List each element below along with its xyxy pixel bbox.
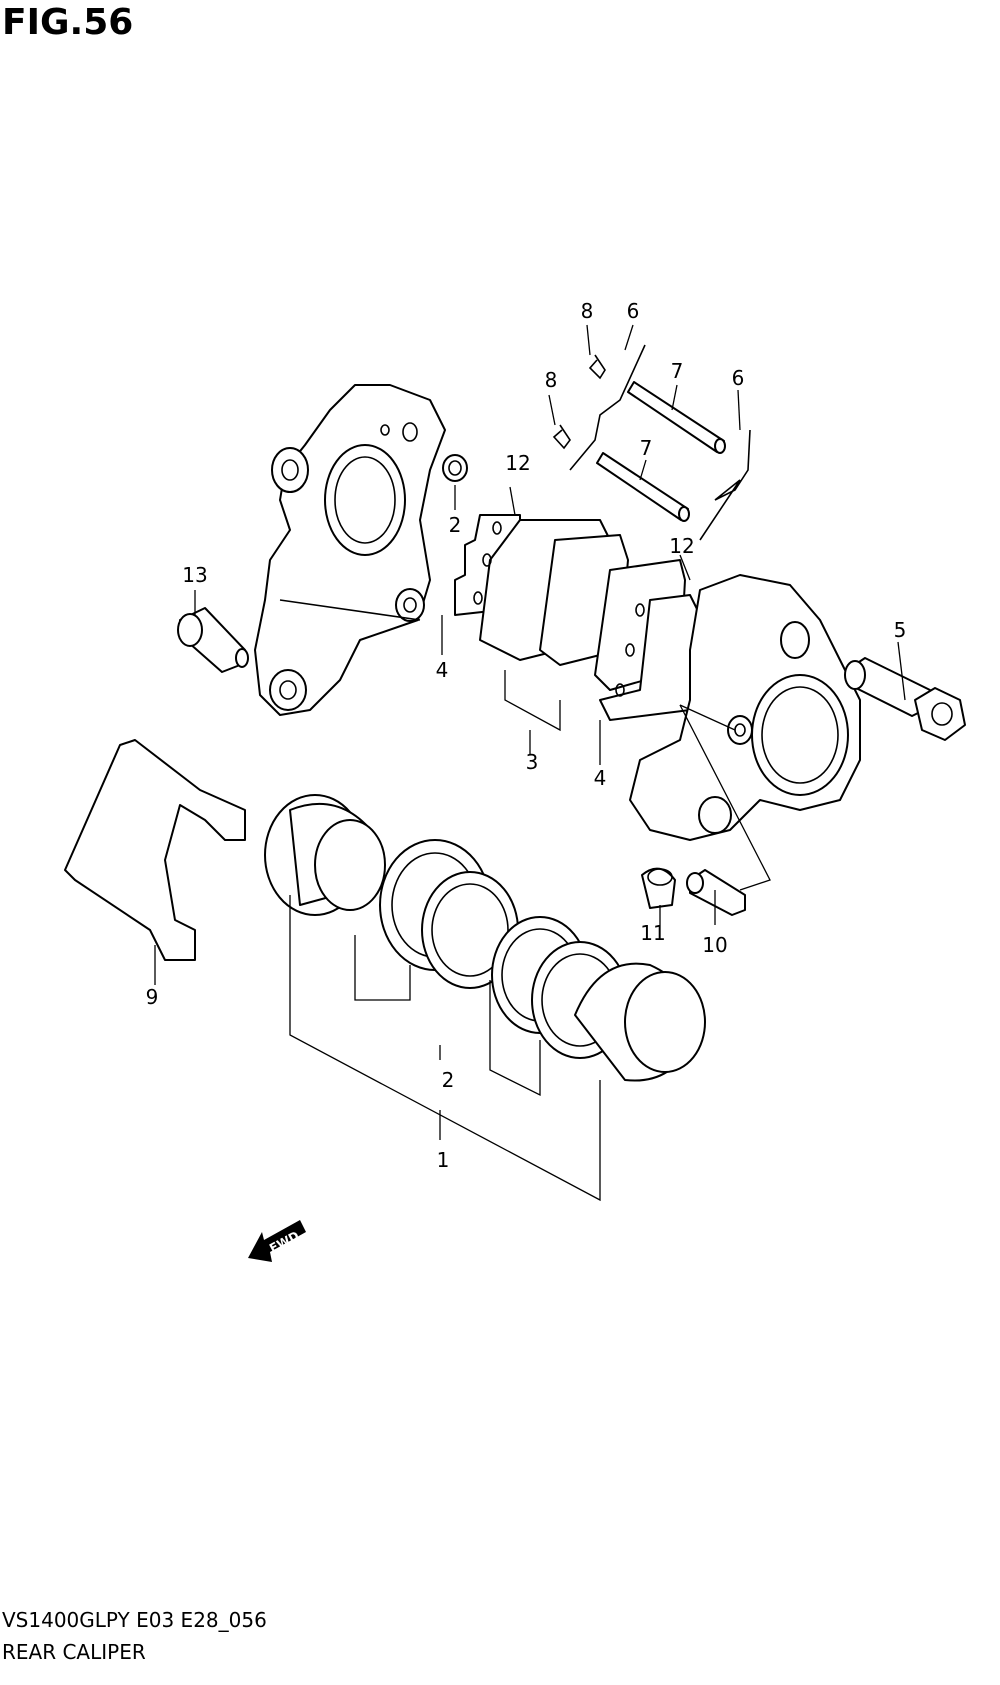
callout-7-lower: 7 [640,436,653,460]
callout-11: 11 [640,921,665,945]
callout-4-left: 4 [436,658,449,682]
callout-2-seals: 2 [442,1068,455,1092]
piston-seal-set [264,794,706,1082]
callout-6-upper: 6 [627,299,640,323]
model-code: VS1400GLPY E03 E28_056 [2,1608,267,1632]
pad-pins-part-7 [596,381,726,522]
bolt-part-13 [177,607,249,673]
bleeder-screw-part-10 [686,869,746,916]
section-name: REAR CALIPER [2,1640,146,1664]
caliper-bracket [254,384,446,716]
callout-7-upper: 7 [671,359,684,383]
callout-2-washer: 2 [449,513,462,537]
washer-part-2 [442,454,468,482]
callout-6-right: 6 [732,366,745,390]
callout-5: 5 [894,618,907,642]
bleeder-cap-part-11 [641,867,676,909]
leader-lines [154,324,906,1202]
brake-pad-set [454,514,701,721]
bolt-part-5 [844,657,966,741]
clips-part-8 [552,354,606,450]
callout-13: 13 [182,563,207,587]
forward-direction-arrow: FWD [248,1220,306,1262]
callout-1: 1 [437,1148,450,1172]
pad-springs-part-6 [569,344,751,541]
callout-8-lower: 8 [545,368,558,392]
caliper-body [629,574,861,841]
callout-labels: 8 6 7 6 8 7 12 2 12 13 5 4 3 4 11 10 9 2… [146,299,907,1172]
callout-12-right: 12 [669,534,694,558]
callout-9: 9 [146,985,159,1009]
callout-4-right: 4 [594,766,607,790]
bracket-plate-part-9 [64,739,246,961]
callout-3: 3 [526,750,539,774]
callout-12-left: 12 [505,451,530,475]
figure-title: FIG.56 [2,2,134,43]
callout-10: 10 [702,933,727,957]
callout-8-upper: 8 [581,299,594,323]
